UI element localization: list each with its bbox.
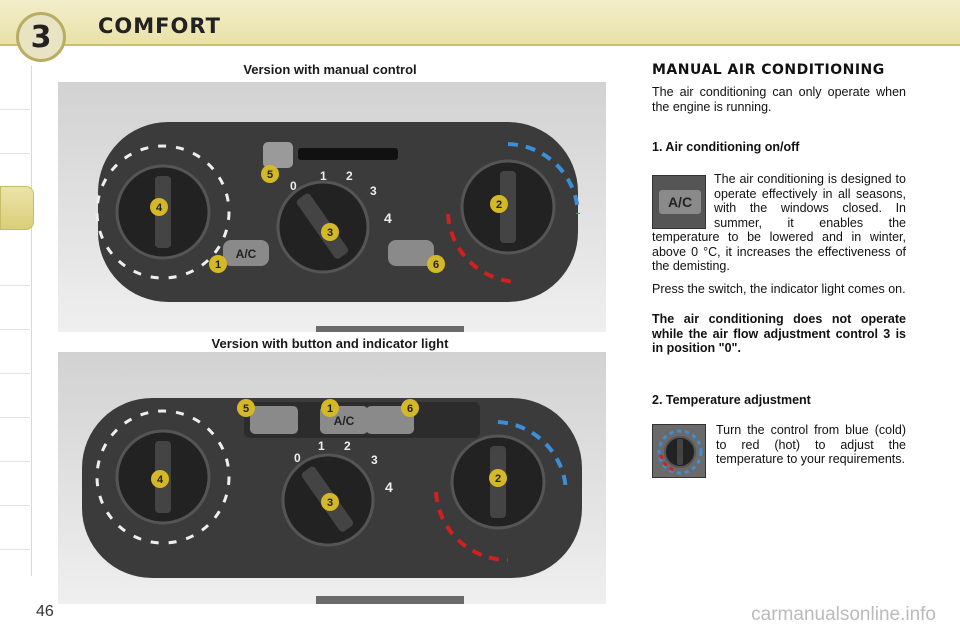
intro-paragraph: The air conditioning can only operate wh…: [652, 85, 906, 114]
side-tab-active[interactable]: [0, 186, 34, 230]
side-tab[interactable]: [0, 418, 30, 462]
side-tab[interactable]: [0, 374, 30, 418]
callout-4: 4: [156, 202, 163, 214]
rear-demist-button: [388, 240, 434, 266]
fan-scale-1: 1: [320, 169, 327, 183]
fan-scale-4: 4: [384, 210, 392, 226]
control-panel-button: A/C 5 1 6 4 3 0 1 2 3 4: [58, 352, 606, 604]
ac-button-thumbnail: A/C: [652, 175, 706, 229]
callout-6: 6: [407, 403, 413, 415]
vent-strip: [316, 326, 464, 332]
ac-button-label: A/C: [334, 414, 355, 428]
control-panel-manual: 4 3 0 1 2 3 4 5 A/C 1 6: [58, 82, 606, 332]
item2-body: Turn the control from blue (cold) to red…: [716, 423, 906, 466]
side-tab[interactable]: [0, 110, 30, 154]
item1-body: The air conditioning is designed to oper…: [652, 172, 906, 274]
recirculation-button: [250, 406, 298, 434]
chapter-title: COMFORT: [98, 14, 221, 38]
air-distribution-dial: 4: [95, 409, 231, 545]
callout-2: 2: [495, 473, 501, 485]
page-number: 46: [36, 603, 54, 620]
fan-speed-dial: 3 0 1 2 3 4: [281, 439, 393, 547]
temperature-dial-thumb-illustration: [657, 429, 703, 475]
header-band: [0, 0, 960, 46]
item1-body-text: The air conditioning is designed to oper…: [652, 172, 906, 273]
callout-2: 2: [496, 199, 502, 211]
item1-instruction: Press the switch, the indicator light co…: [652, 282, 906, 296]
temperature-dial-thumbnail: [652, 424, 706, 478]
callout-4: 4: [157, 474, 164, 486]
air-distribution-dial: 4: [95, 144, 231, 280]
item1-heading: 1. Air conditioning on/off: [652, 140, 800, 154]
side-tab[interactable]: [0, 462, 30, 506]
side-tab[interactable]: [0, 286, 30, 330]
fan-scale-3: 3: [371, 453, 378, 467]
fan-scale-2: 2: [344, 439, 351, 453]
fan-scale-1: 1: [318, 439, 325, 453]
callout-5: 5: [267, 169, 273, 181]
side-tab-rail: [0, 66, 34, 576]
fan-scale-3: 3: [370, 184, 377, 198]
figure-caption-button: Version with button and indicator light: [211, 336, 449, 351]
rear-demist-button: [366, 406, 414, 434]
side-tab[interactable]: [0, 242, 30, 286]
temperature-dial: 2: [434, 420, 568, 563]
item2-heading: 2. Temperature adjustment: [652, 393, 811, 407]
ac-thumb-label: A/C: [659, 190, 701, 214]
ac-button: [223, 240, 269, 266]
fan-speed-dial: 3 0 1 2 3 4: [276, 169, 392, 274]
control-panel-manual-illustration: 4 3 0 1 2 3 4 5 A/C 1 6: [95, 122, 580, 302]
callout-5: 5: [243, 403, 249, 415]
callout-1: 1: [215, 259, 221, 271]
fan-scale-0: 0: [290, 179, 297, 193]
side-tab[interactable]: [0, 330, 30, 374]
chapter-number: 3: [16, 12, 66, 62]
callout-3: 3: [327, 227, 333, 239]
watermark: carmanualsonline.info: [751, 604, 936, 625]
callout-1: 1: [327, 403, 333, 415]
recirculation-button: [263, 142, 293, 168]
vent-strip: [316, 596, 464, 604]
callout-3: 3: [327, 497, 333, 509]
side-tab[interactable]: [0, 506, 30, 550]
temperature-dial: 2: [446, 142, 580, 284]
fan-scale-0: 0: [294, 451, 301, 465]
fan-scale-4: 4: [385, 479, 393, 495]
side-tab[interactable]: [0, 66, 30, 110]
ac-button-label: A/C: [236, 247, 257, 261]
item1-warning: The air conditioning does not operate wh…: [652, 312, 906, 355]
section-title: MANUAL AIR CONDITIONING: [652, 62, 885, 78]
fan-scale-2: 2: [346, 169, 353, 183]
figure-caption-manual: Version with manual control: [243, 62, 417, 77]
callout-6: 6: [433, 259, 439, 271]
control-panel-button-illustration: A/C 5 1 6 4 3 0 1 2 3 4: [82, 398, 582, 578]
